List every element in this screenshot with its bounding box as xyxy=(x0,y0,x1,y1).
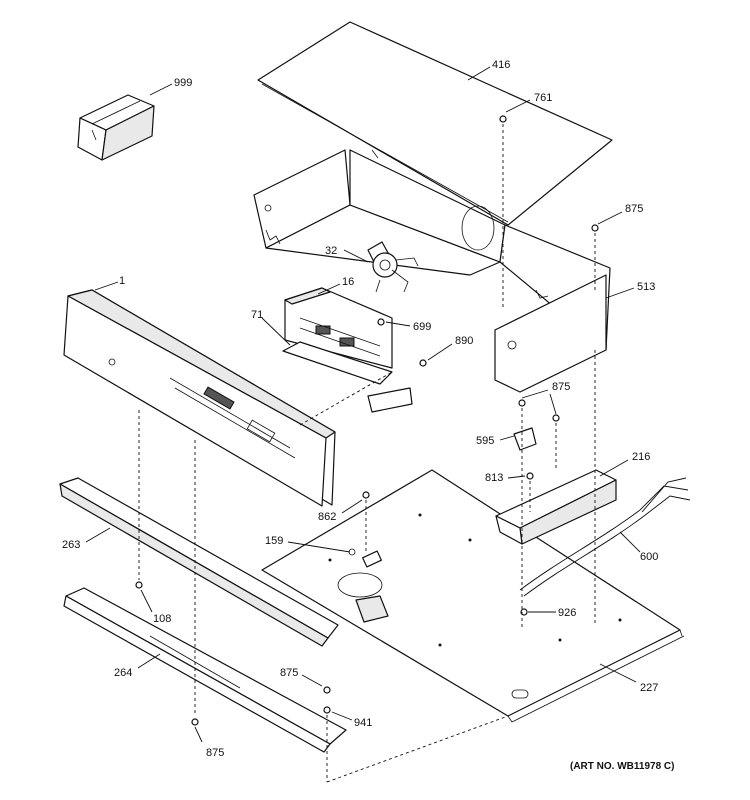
callout-699: 699 xyxy=(413,321,431,333)
callout-595: 595 xyxy=(476,435,494,447)
callout-761: 761 xyxy=(534,92,552,104)
callout-416: 416 xyxy=(492,59,510,71)
callout-1: 1 xyxy=(119,275,125,287)
callout-875-top: 875 xyxy=(625,203,643,215)
clamp-595 xyxy=(513,427,537,451)
top-cover-panel-416 xyxy=(257,21,613,226)
outer-case-513 xyxy=(253,149,611,393)
callout-159: 159 xyxy=(265,535,283,547)
callout-216: 216 xyxy=(632,451,650,463)
callout-32: 32 xyxy=(325,245,337,257)
callout-941: 941 xyxy=(354,717,372,729)
screws xyxy=(135,115,599,726)
callout-875-bracket: 875 xyxy=(280,667,298,679)
bottom-panel-227 xyxy=(261,469,685,723)
callout-600: 600 xyxy=(640,551,658,563)
callout-875-clamp: 875 xyxy=(552,381,570,393)
callout-227: 227 xyxy=(640,682,658,694)
literature-box-999 xyxy=(77,94,155,161)
control-panel-1 xyxy=(63,289,336,507)
callout-labels: 999 416 761 875 513 32 16 1 71 699 890 8… xyxy=(62,59,658,759)
power-cord-600 xyxy=(519,477,691,597)
control-board-16 xyxy=(284,287,393,369)
callout-263: 263 xyxy=(62,539,80,551)
callout-108: 108 xyxy=(153,613,171,625)
callout-513: 513 xyxy=(637,281,655,293)
alignment-lines xyxy=(138,124,596,783)
wire-cover-216 xyxy=(495,469,617,545)
callout-71: 71 xyxy=(251,309,263,321)
callout-813: 813 xyxy=(485,472,503,484)
callout-890: 890 xyxy=(455,335,473,347)
callout-999: 999 xyxy=(174,77,192,89)
callout-264: 264 xyxy=(114,667,132,679)
trim-strip-263 xyxy=(59,477,339,647)
callout-862: 862 xyxy=(318,511,336,523)
insulation-sheet-71 xyxy=(282,341,413,413)
leader-lines xyxy=(85,66,641,743)
art-number: (ART NO. WB11978 C) xyxy=(570,761,674,772)
fan-motor-32 xyxy=(367,241,419,293)
callout-875-bottom: 875 xyxy=(206,747,224,759)
callout-926: 926 xyxy=(558,607,576,619)
callout-16: 16 xyxy=(342,276,354,288)
lower-bracket-264 xyxy=(63,587,347,753)
